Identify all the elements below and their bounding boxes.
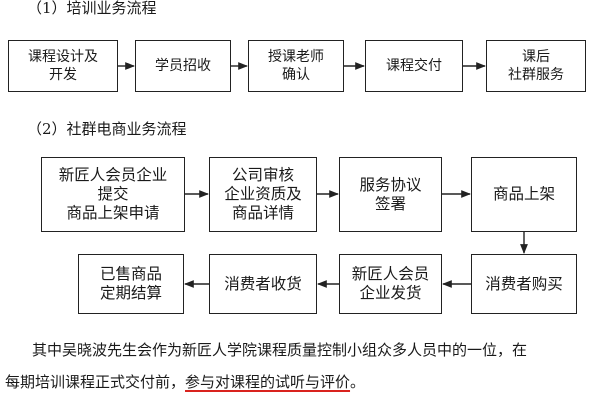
step-product-listing: 商品上架 [471,157,577,232]
step-periodic-settlement: 已售商品 定期结算 [78,254,184,314]
step-student-enrollment: 学员招收 [135,40,231,92]
paragraph-line-2-suffix: 。 [350,373,366,391]
paragraph-line-2-prefix: 每期培训课程正式交付前， [5,373,186,391]
paragraph-underlined-text: 参与对课程的试听与评价 [185,373,351,391]
section-title-ecommerce: （2）社群电商业务流程 [27,120,187,138]
step-course-design: 课程设计及 开发 [8,40,118,92]
paragraph-line-1: 其中吴晓波先生会作为新匠人学院课程质量控制小组众多人员中的一位，在 [32,341,528,359]
step-sign-service-agreement: 服务协议 签署 [339,157,442,232]
step-course-delivery: 课程交付 [365,40,463,92]
step-submit-listing-request: 新匠人会员企业 提交 商品上架申请 [41,157,185,232]
step-after-class-community-service: 课后 社群服务 [486,40,586,92]
step-consumer-receipt: 消费者收货 [209,254,317,314]
step-review-qualification: 公司审核 企业资质及 商品详情 [209,157,317,232]
section-title-training: （1）培训业务流程 [27,0,157,17]
step-member-shipping: 新匠人会员 企业发货 [339,254,442,314]
step-consumer-purchase: 消费者购买 [471,254,577,314]
step-teacher-confirmation: 授课老师 确认 [248,40,344,92]
paragraph-line-2: 每期培训课程正式交付前，参与对课程的试听与评价。 [5,373,365,391]
